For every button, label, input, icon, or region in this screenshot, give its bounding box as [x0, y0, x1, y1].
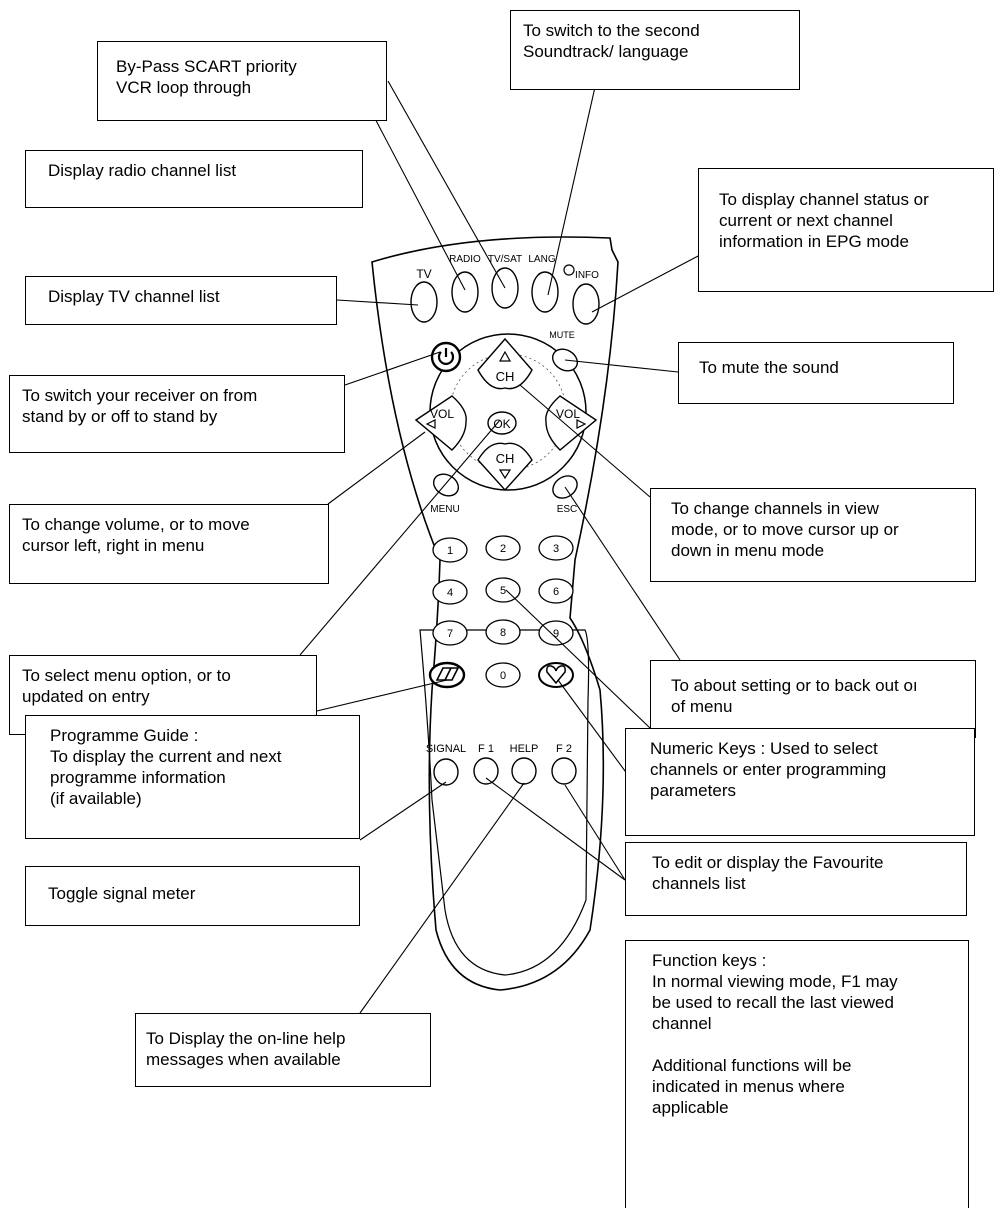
- digit-1-label: 1: [447, 545, 453, 557]
- arrow-up-icon: [498, 350, 512, 362]
- radio-list-callout: Display radio channel list: [25, 150, 363, 208]
- lang-label: LANG: [528, 254, 555, 265]
- f2-button[interactable]: [551, 757, 577, 785]
- digit-4-label: 4: [447, 587, 453, 599]
- numeric-keys-callout: Numeric Keys : Used to select channels o…: [625, 728, 975, 836]
- signal-meter-callout: Toggle signal meter: [25, 866, 360, 926]
- digit-5-label: 5: [500, 585, 506, 597]
- volume-callout: To change volume, or to move cursor left…: [9, 504, 329, 584]
- power-callout: To switch your receiver on from stand by…: [9, 375, 345, 453]
- digit-0-label: 0: [500, 670, 506, 682]
- ok-label: OK: [493, 417, 510, 431]
- numeric-keypad: 1 2 3 4 5 6 7 8 9 0: [428, 535, 574, 689]
- tv-button[interactable]: [410, 281, 438, 323]
- info-status-callout: To display channel status or current or …: [698, 168, 994, 292]
- digit-6-button[interactable]: [538, 578, 574, 604]
- programme-guide-callout: Programme Guide : To display the current…: [25, 715, 360, 839]
- help-callout: To Display the on-line help messages whe…: [135, 1013, 431, 1087]
- digit-8-label: 8: [500, 627, 506, 639]
- esc-label: ESC: [557, 504, 578, 515]
- heart-icon: [546, 665, 566, 685]
- digit-3-button[interactable]: [538, 535, 574, 561]
- signal-button[interactable]: [433, 758, 459, 786]
- bypass-callout: By-Pass SCART priority VCR loop through: [97, 41, 387, 121]
- info-button[interactable]: [572, 283, 600, 325]
- ok-button[interactable]: [487, 411, 517, 435]
- help-label: HELP: [510, 743, 539, 755]
- leader-lines: [299, 64, 701, 1014]
- arrow-right-icon: [576, 419, 587, 429]
- digit-9-button[interactable]: [538, 620, 574, 646]
- lang-button[interactable]: [531, 271, 559, 313]
- digit-3-label: 3: [553, 543, 559, 555]
- volume-right-button[interactable]: [545, 395, 598, 451]
- f1-button[interactable]: [473, 757, 499, 785]
- digit-0-button[interactable]: [485, 662, 521, 688]
- menu-label: MENU: [430, 504, 459, 515]
- tv-label: TV: [416, 267, 431, 281]
- bottom-compartment: [419, 629, 590, 976]
- digit-7-label: 7: [447, 628, 453, 640]
- digit-6-label: 6: [553, 586, 559, 598]
- volume-left-button[interactable]: [414, 395, 467, 451]
- vol-left-label: VOL: [430, 407, 454, 421]
- ch-up-label: CH: [496, 369, 515, 384]
- tv-list-callout: Display TV channel list: [25, 276, 337, 325]
- indicator-led: [563, 264, 575, 276]
- digit-4-button[interactable]: [432, 579, 468, 605]
- channel-down-button[interactable]: [477, 442, 533, 492]
- arrow-left-icon: [425, 419, 436, 429]
- digit-9-label: 9: [553, 628, 559, 640]
- ch-down-label: CH: [496, 451, 515, 466]
- signal-label: SIGNAL: [426, 743, 466, 755]
- arrow-down-icon: [498, 469, 512, 480]
- radio-button[interactable]: [451, 271, 479, 313]
- second-soundtrack-callout: To switch to the second Soundtrack/ lang…: [510, 10, 800, 90]
- f1-label: F 1: [478, 743, 494, 755]
- power-icon: [437, 351, 455, 365]
- back-out-callout: To about setting or to back out oı of me…: [650, 660, 976, 738]
- favourite-callout: To edit or display the Favourite channel…: [625, 842, 967, 916]
- digit-2-label: 2: [500, 543, 506, 555]
- radio-label: RADIO: [449, 254, 481, 265]
- tvsat-label: TV/SAT: [488, 254, 522, 265]
- channels-callout: To change channels in view mode, or to m…: [650, 488, 976, 582]
- vol-right-label: VOL: [556, 407, 580, 421]
- digit-2-button[interactable]: [485, 535, 521, 561]
- mute-label: MUTE: [549, 330, 575, 340]
- function-keys-callout: Function keys : In normal viewing mode, …: [625, 940, 969, 1208]
- help-button[interactable]: [511, 757, 537, 785]
- digit-1-button[interactable]: [432, 537, 468, 563]
- info-label: INFO: [575, 270, 599, 281]
- digit-8-button[interactable]: [485, 619, 521, 645]
- f2-label: F 2: [556, 743, 572, 755]
- channel-up-button[interactable]: [477, 337, 533, 390]
- digit-7-button[interactable]: [432, 620, 468, 646]
- mute-callout: To mute the sound: [678, 342, 954, 404]
